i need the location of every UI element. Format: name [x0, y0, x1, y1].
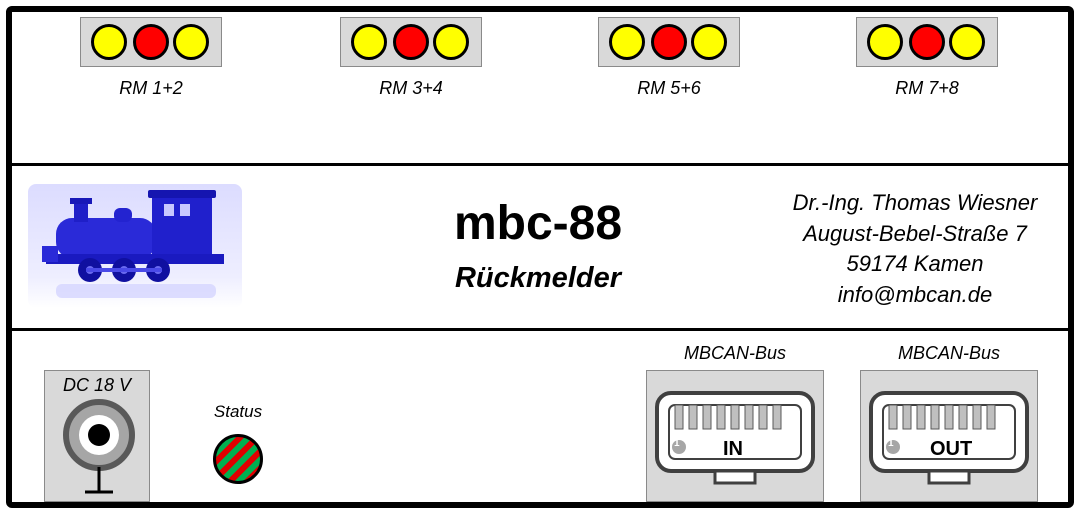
- led-group-1: [80, 17, 222, 67]
- status-label: Status: [213, 402, 263, 421]
- rj45-in-icon: [655, 391, 815, 485]
- led-yellow-7: [867, 24, 903, 60]
- address-street: August-Bebel-Straße 7: [803, 221, 1027, 246]
- led-yellow-2: [173, 24, 209, 60]
- power-jack-panel: [44, 370, 150, 502]
- address-email: info@mbcan.de: [837, 282, 993, 307]
- power-jack-icon: [63, 399, 135, 494]
- led-group-label-1: RM 1+2: [119, 78, 183, 98]
- bus-in-connector-panel: 1 IN: [646, 370, 824, 502]
- led-yellow-3: [351, 24, 387, 60]
- led-yellow-6: [691, 24, 727, 60]
- top-divider: [12, 163, 1074, 166]
- address-city: 59174 Kamen: [846, 251, 984, 276]
- led-group-label-3: RM 5+6: [637, 78, 701, 98]
- bus-out-connector-panel: 1 OUT: [860, 370, 1038, 502]
- led-group-label-2: RM 3+4: [379, 78, 443, 98]
- device-name: mbc-88: [453, 197, 623, 250]
- led-yellow-4: [433, 24, 469, 60]
- led-red-2: [393, 24, 429, 60]
- led-yellow-8: [949, 24, 985, 60]
- led-group-2: [340, 17, 482, 67]
- bus-out-label: OUT: [930, 438, 973, 460]
- led-yellow-1: [91, 24, 127, 60]
- address-name: Dr.-Ing. Thomas Wiesner: [792, 190, 1038, 215]
- led-yellow-5: [609, 24, 645, 60]
- led-group-3: [598, 17, 740, 67]
- led-red-4: [909, 24, 945, 60]
- locomotive-icon: [42, 190, 224, 298]
- device-subtitle: Rückmelder: [454, 262, 621, 294]
- led-group-4: [856, 17, 998, 67]
- bus-out-title: MBCAN-Bus: [897, 343, 1000, 363]
- led-red-3: [651, 24, 687, 60]
- power-label: DC 18 V: [62, 375, 132, 395]
- bottom-divider: [12, 328, 1074, 331]
- led-group-label-4: RM 7+8: [895, 78, 959, 98]
- bus-in-title: MBCAN-Bus: [683, 343, 786, 363]
- locomotive-logo: [28, 184, 242, 308]
- status-led: [213, 434, 263, 484]
- bus-in-label: IN: [723, 438, 743, 460]
- led-red-1: [133, 24, 169, 60]
- rj45-out-icon: [869, 391, 1029, 485]
- bus-in-pin-number: 1: [674, 438, 680, 449]
- bus-out-pin-number: 1: [888, 438, 894, 449]
